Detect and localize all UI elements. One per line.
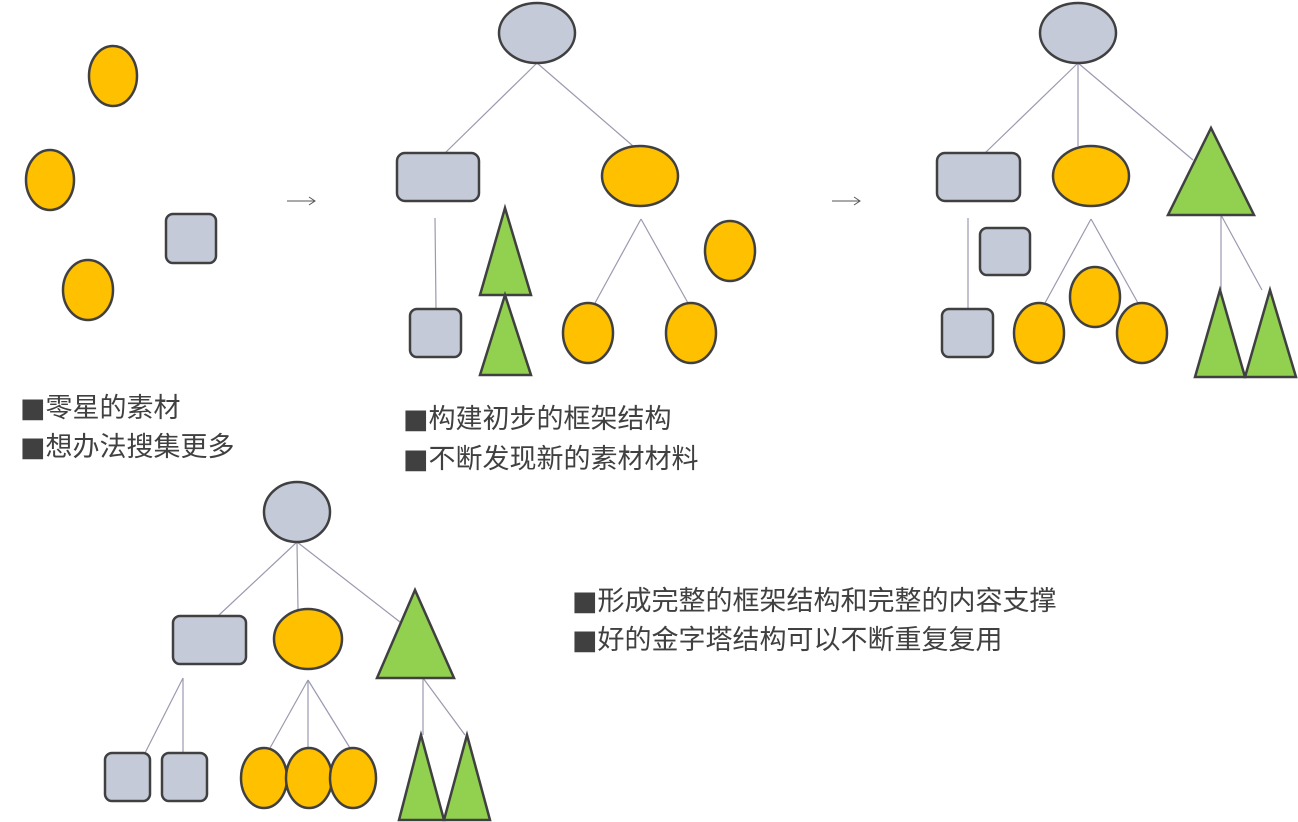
arrow-icon: [287, 196, 316, 206]
orange-node: [561, 301, 615, 365]
grey-node: [940, 307, 995, 359]
grey-node: [103, 751, 152, 803]
green-node: [442, 730, 492, 822]
orange-node: [1012, 301, 1066, 365]
stage-1-bullet-1: ■零星的素材: [20, 393, 181, 424]
grey-node: [978, 226, 1032, 277]
orange-node: [272, 607, 344, 671]
grey-node: [935, 151, 1022, 203]
orange-node: [664, 301, 718, 365]
stage-4-bullet-1: ■形成完整的框架结构和完整的内容支撑: [572, 586, 1057, 617]
green-node: [478, 203, 533, 297]
orange-node: [600, 144, 680, 208]
grey-node: [160, 751, 209, 803]
orange-node: [24, 148, 76, 212]
grey-node: [408, 307, 463, 359]
grey-node: [395, 151, 481, 203]
stage-2-bullet-2: ■不断发现新的素材材料: [403, 444, 699, 475]
orange-node: [61, 258, 115, 322]
orange-node: [328, 746, 378, 810]
stage-4-bullet-2: ■好的金字塔结构可以不断重复复用: [572, 625, 1003, 656]
green-node: [375, 586, 456, 680]
grey-node: [171, 614, 248, 666]
orange-node: [703, 219, 757, 283]
green-node: [1193, 285, 1247, 379]
stage-2-initial-framework: [395, 1, 757, 377]
stage-3-expanded-framework: [935, 1, 1298, 379]
stage-4-complete-pyramid: [103, 480, 492, 822]
stage-2-bullet-1: ■构建初步的框架结构: [403, 404, 672, 435]
orange-node: [1051, 144, 1131, 208]
orange-node: [284, 746, 334, 810]
stage-1-bullet-2: ■想办法搜集更多: [20, 432, 235, 463]
arrow-icon: [832, 196, 861, 206]
green-node: [478, 290, 533, 377]
orange-node: [1068, 265, 1122, 329]
root-node: [497, 1, 577, 65]
orange-node: [87, 44, 139, 108]
root-node: [262, 480, 332, 544]
green-node: [1165, 125, 1257, 217]
orange-node: [1115, 301, 1169, 365]
stage-1-scattered-materials: [24, 44, 218, 322]
green-node: [397, 730, 446, 822]
orange-node: [239, 746, 289, 810]
green-node: [1243, 285, 1298, 379]
root-node: [1038, 1, 1118, 65]
grey-node: [164, 212, 218, 265]
